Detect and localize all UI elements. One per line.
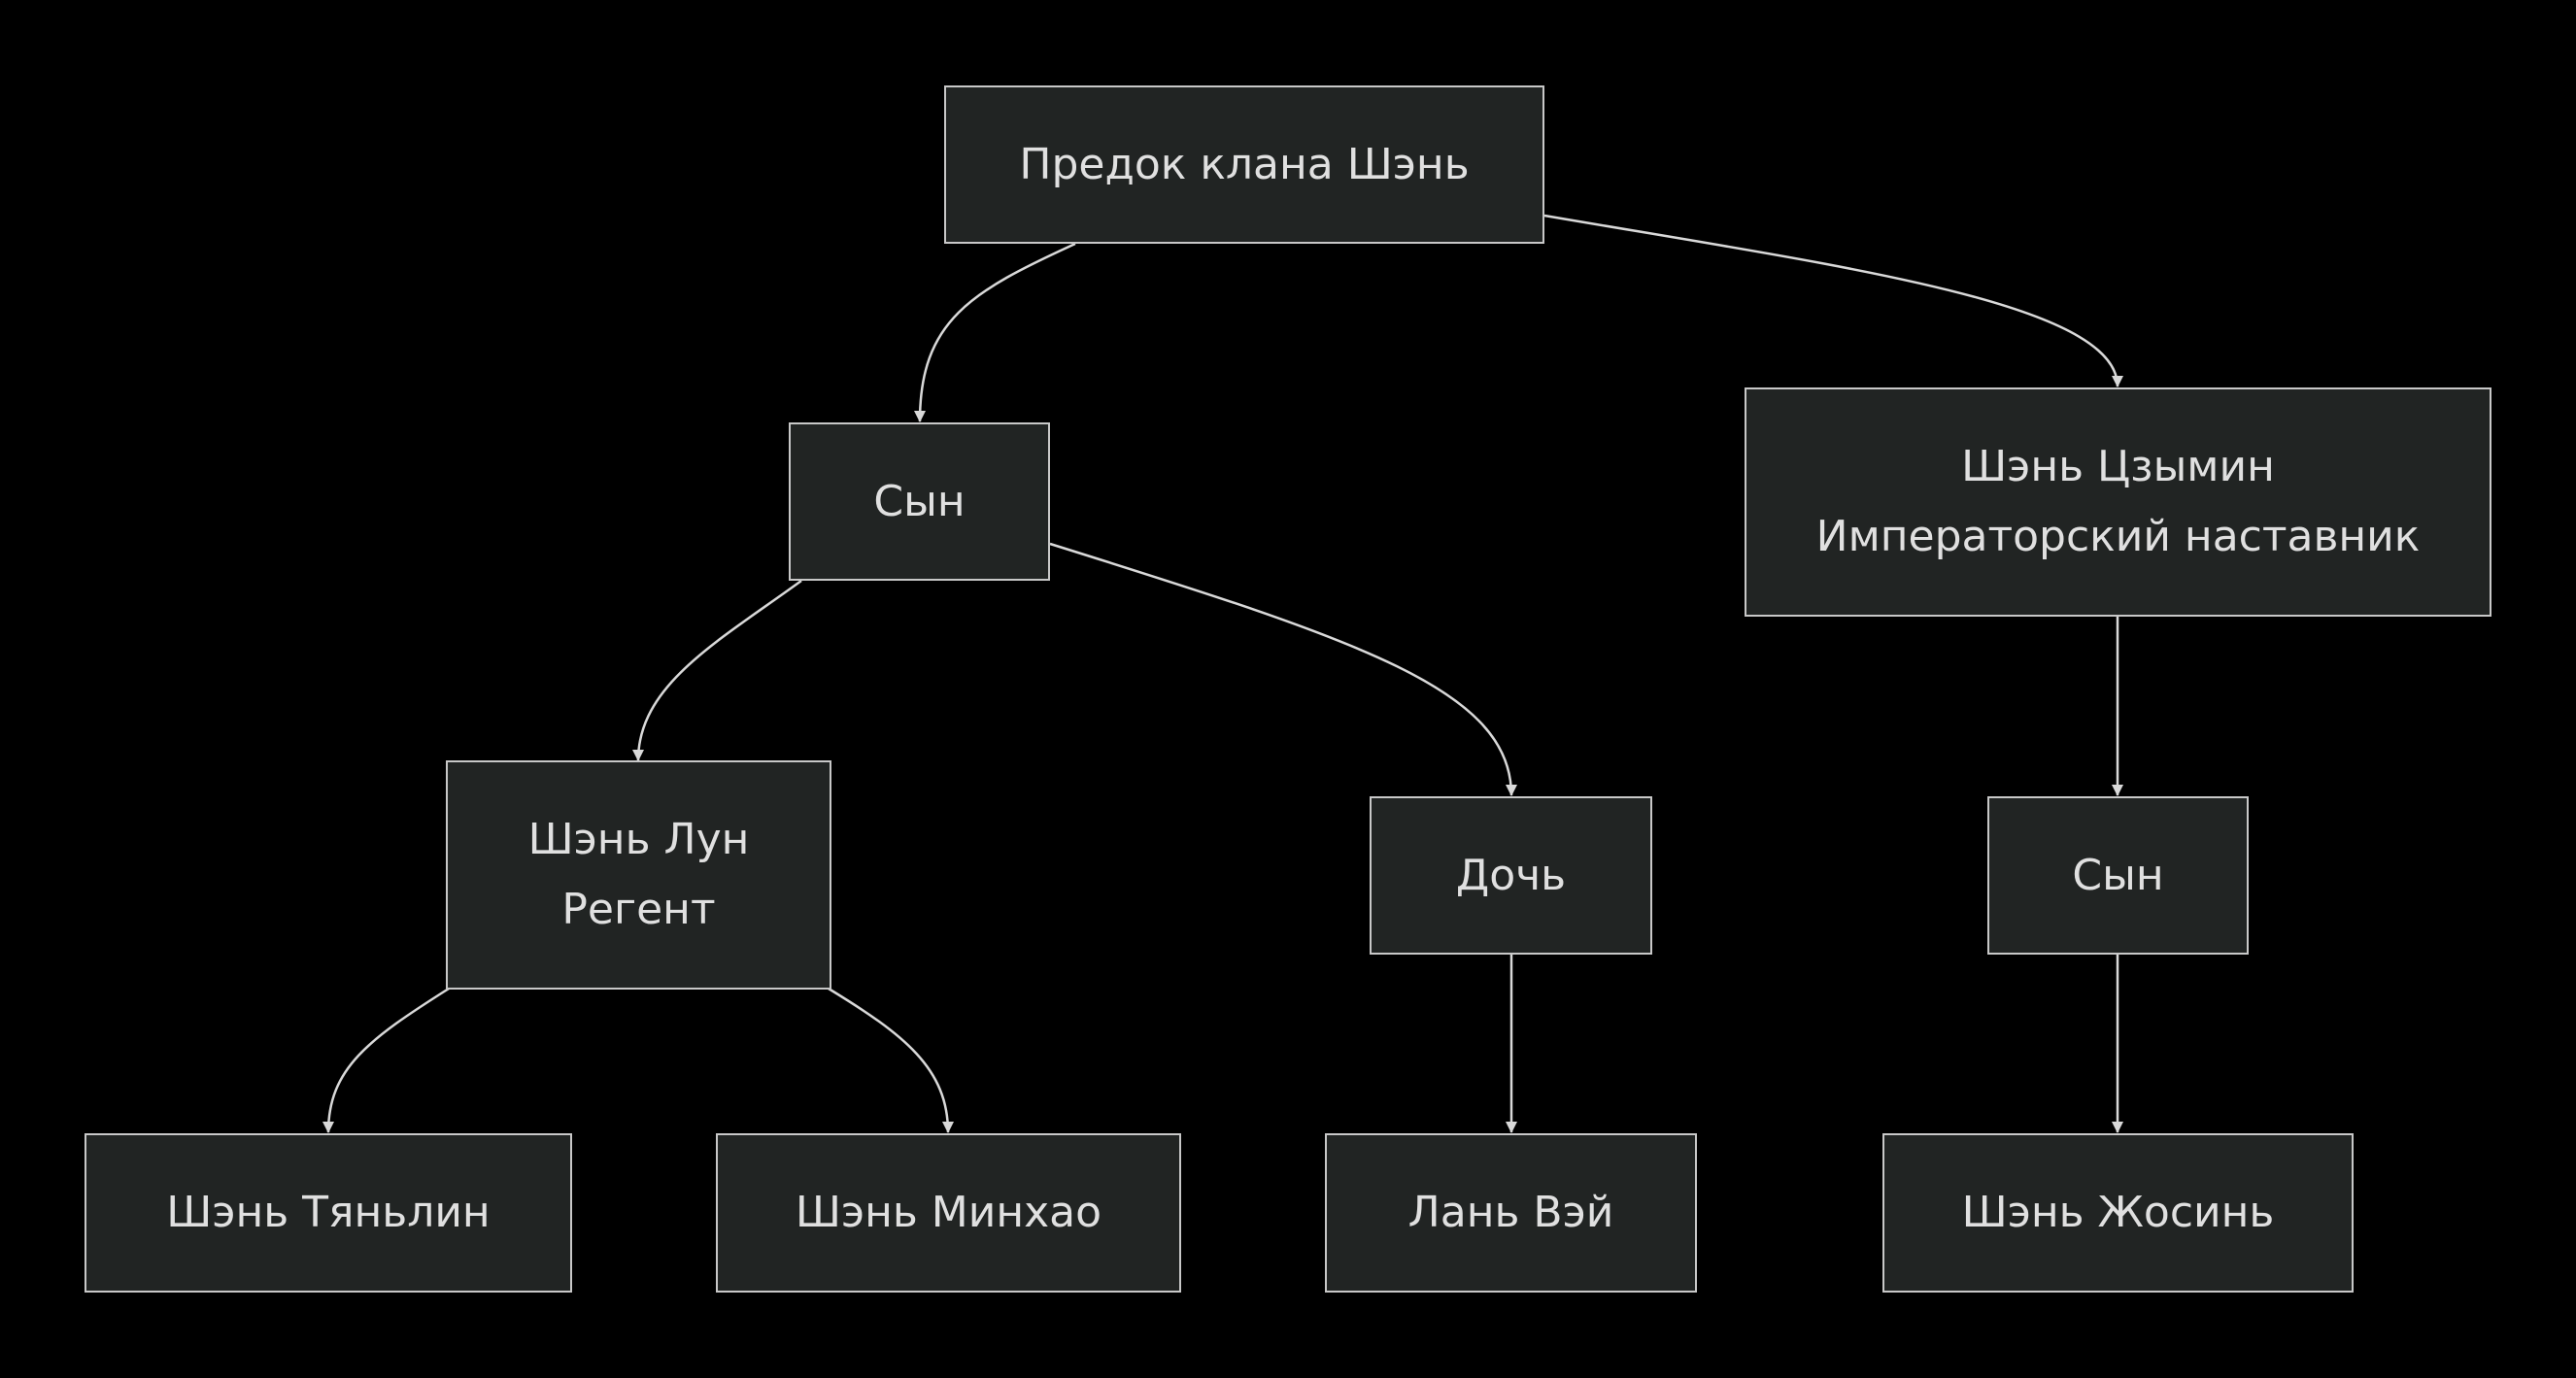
- node-label-name: Шэнь Цзымин: [1961, 442, 2275, 491]
- edge-ancestor-zimin: [1543, 214, 2123, 387]
- node-label: Лань Вэй: [1407, 1188, 1614, 1237]
- node-shen-zimin: Шэнь Цзымин Императорский наставник: [1745, 387, 2491, 617]
- edge-lun-tianlin: [322, 987, 450, 1133]
- node-label-title: Регент: [561, 885, 716, 934]
- node-label: Сын: [2072, 850, 2164, 900]
- node-shen-tianlin: Шэнь Тяньлин: [85, 1133, 572, 1293]
- edge-son1-lun: [632, 579, 802, 761]
- node-shen-lun: Шэнь Лун Регент: [446, 760, 831, 990]
- node-shen-ruoxin: Шэнь Жосинь: [1882, 1133, 2354, 1293]
- node-son-1: Сын: [789, 422, 1050, 581]
- node-son-2: Сын: [1987, 796, 2249, 955]
- node-daughter: Дочь: [1370, 796, 1652, 955]
- node-label: Дочь: [1455, 850, 1567, 900]
- node-label: Шэнь Минхао: [795, 1188, 1102, 1237]
- edge-ancestor-son1: [914, 242, 1076, 422]
- node-lan-wei: Лань Вэй: [1325, 1133, 1697, 1293]
- edge-lun-minghao: [828, 987, 954, 1133]
- node-clan-ancestor: Предок клана Шэнь: [944, 85, 1544, 244]
- node-label: Шэнь Тяньлин: [166, 1188, 491, 1237]
- node-label: Сын: [873, 476, 966, 526]
- edge-son1-daughter: [1049, 542, 1517, 796]
- node-label: Предок клана Шэнь: [1019, 139, 1470, 189]
- node-label-name: Шэнь Лун: [527, 815, 750, 864]
- node-label-title: Императорский наставник: [1815, 512, 2421, 561]
- node-label: Шэнь Жосинь: [1961, 1188, 2275, 1237]
- node-shen-minghao: Шэнь Минхао: [716, 1133, 1181, 1293]
